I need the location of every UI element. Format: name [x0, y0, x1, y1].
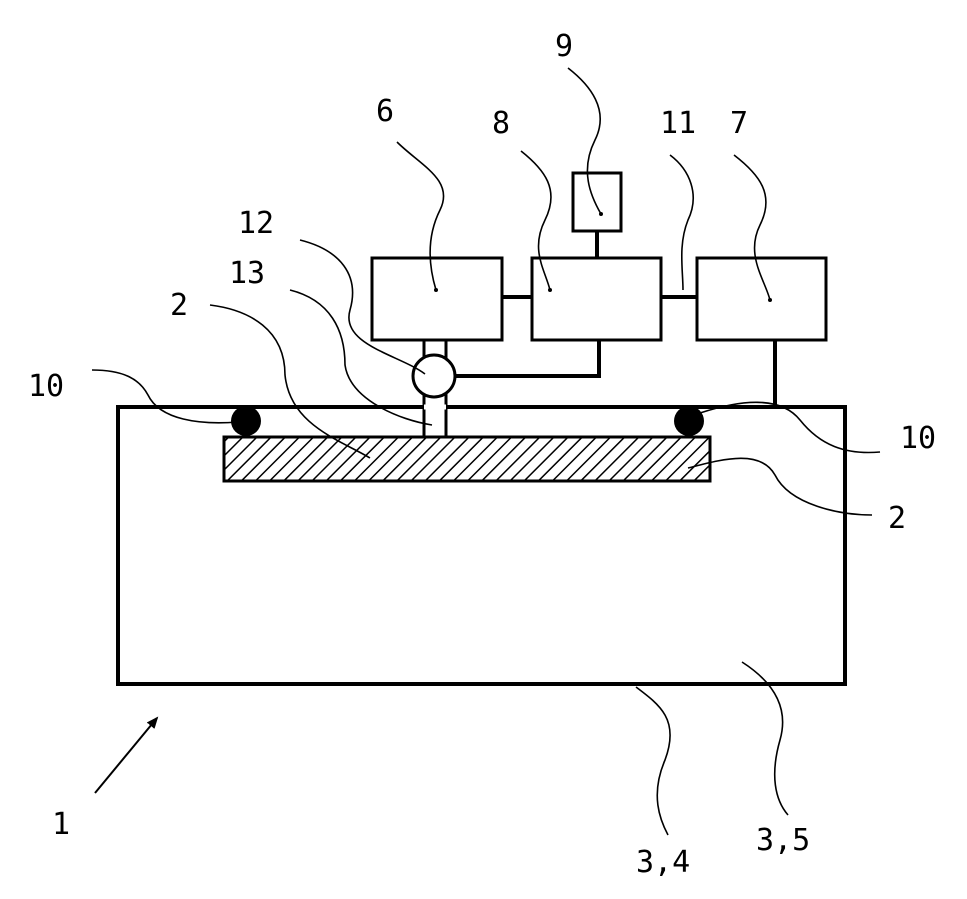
label-2-left: 2	[170, 288, 188, 323]
box-8	[532, 258, 661, 340]
leader-10-right	[700, 402, 880, 452]
conn-8-valve	[455, 340, 599, 376]
label-11: 11	[660, 106, 696, 141]
label-3-4: 3,4	[636, 845, 690, 880]
arrow-1	[95, 718, 157, 793]
hatched-element	[224, 437, 710, 481]
label-2-right: 2	[888, 501, 906, 536]
seal-left	[231, 406, 261, 436]
box-9	[573, 173, 621, 231]
label-12: 12	[238, 206, 274, 241]
leader-11	[670, 155, 693, 290]
valve	[413, 355, 455, 397]
label-1: 1	[52, 807, 70, 842]
leader-2-left	[210, 305, 370, 458]
label-8: 8	[492, 106, 510, 141]
label-7: 7	[730, 106, 748, 141]
label-13: 13	[229, 256, 265, 291]
box-6	[372, 258, 502, 340]
seal-right	[674, 406, 704, 436]
box-7	[697, 258, 826, 340]
label-10-right: 10	[900, 421, 936, 456]
leader-10-left	[92, 370, 238, 423]
label-9: 9	[555, 29, 573, 64]
label-3-5: 3,5	[756, 823, 810, 858]
leader-34	[636, 687, 670, 835]
label-10-left: 10	[28, 369, 64, 404]
label-6: 6	[376, 94, 394, 129]
